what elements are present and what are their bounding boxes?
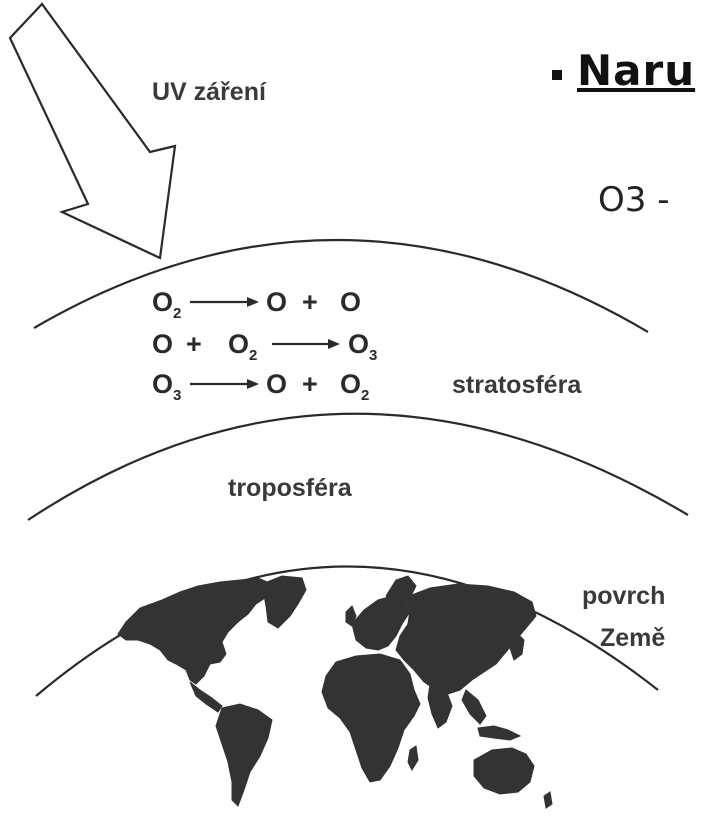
reaction-1-product-b: O (340, 287, 361, 317)
world-map-icon (118, 576, 552, 808)
reaction-2-plus: + (186, 329, 202, 359)
reaction-3-product-o: O (266, 369, 287, 399)
surface-label-line1: povrch (582, 582, 665, 610)
reaction-2: O + O2 O3 (152, 329, 377, 364)
troposphere-label: troposféra (228, 474, 353, 502)
stratosphere-label: stratosféra (452, 371, 582, 399)
southeast-asia-shape (462, 690, 486, 724)
slide-heading: Naru (577, 46, 695, 95)
africa-shape (322, 654, 420, 782)
australia-shape (474, 748, 534, 794)
south-america-shape (216, 704, 272, 806)
greenland-shape (262, 576, 306, 628)
reaction-1-arrowhead-icon (247, 297, 259, 307)
reaction-2-o: O (152, 329, 173, 359)
reaction-2-arrowhead-icon (328, 339, 340, 349)
reaction-1: O2 O + O (152, 287, 361, 322)
outer-stratosphere-arc (34, 240, 648, 332)
reaction-1-product-a: O (266, 287, 287, 317)
madagascar-shape (408, 746, 418, 770)
uv-label: UV záření (152, 78, 267, 106)
indonesia-shape (478, 726, 520, 740)
surface-label-line2: Země (600, 624, 665, 652)
reaction-2-o3: O3 (348, 329, 377, 364)
reaction-1-o2: O2 (152, 287, 181, 322)
reaction-3-product-o2: O2 (340, 369, 369, 404)
central-america-shape (190, 682, 222, 712)
north-america-shape (118, 578, 272, 684)
reaction-3-arrowhead-icon (247, 379, 259, 389)
reaction-3: O3 O + O2 (152, 369, 369, 404)
reaction-2-o2: O2 (228, 329, 257, 364)
reaction-3-plus: + (302, 369, 318, 399)
troposphere-boundary-arc (28, 414, 688, 520)
reaction-3-o3: O3 (152, 369, 181, 404)
bullet-icon (552, 70, 562, 80)
slide-text: O3 - (598, 180, 669, 220)
uv-arrow-icon (10, 4, 175, 258)
reaction-1-plus: + (302, 287, 318, 317)
new-zealand-shape (544, 792, 552, 808)
